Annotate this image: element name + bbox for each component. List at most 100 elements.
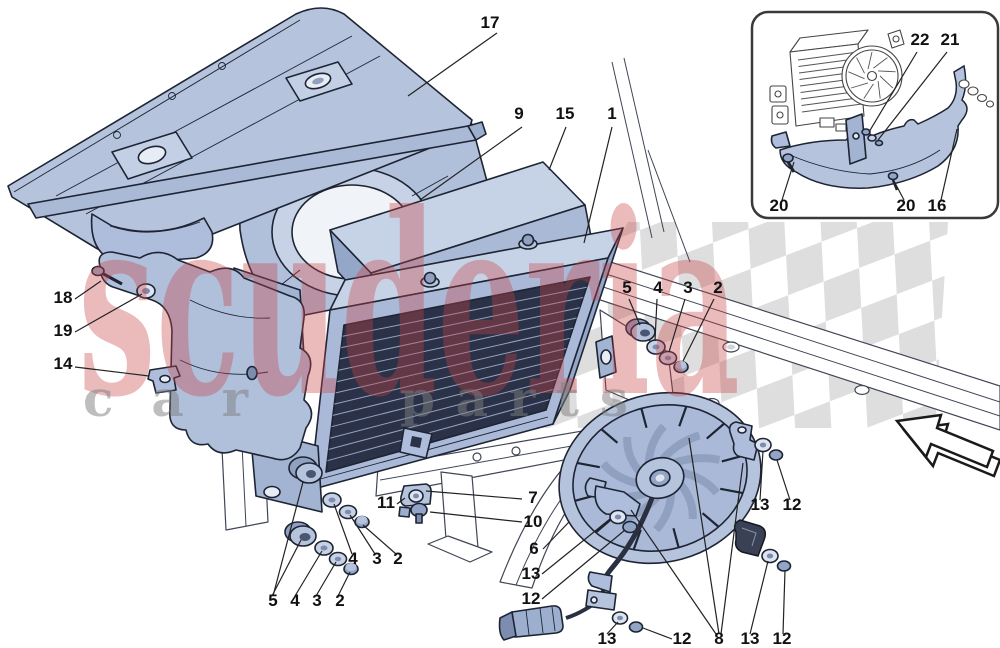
leader-line [893,180,905,201]
fan-mount-lower-right [733,519,792,572]
leader-line [396,497,406,505]
part-number-label: 22 [911,30,930,49]
leader-line [781,161,795,201]
leader-line [720,462,744,635]
panel-duct [90,213,214,265]
part-number-label: 13 [522,564,541,583]
part-number-label: 13 [741,629,760,648]
leader-line [429,511,523,523]
part-number-label: 4 [653,278,663,297]
part-number-label: 18 [54,288,73,307]
leader-line [407,32,498,97]
leader-line [682,298,715,362]
fan-mount-arm [594,485,641,517]
part-number-label: 12 [522,589,541,608]
leader-line [337,571,351,597]
leader-line [333,503,353,555]
part-number-label: 20 [897,196,916,215]
leader-line [74,280,102,300]
harness-clamp [585,589,617,611]
direction-arrow [894,413,1000,478]
leader-line [628,298,641,326]
fan-wiring-harness [498,497,655,641]
part-number-label: 12 [673,629,692,648]
bushing-set-lower-left [284,521,359,576]
leader-line [668,298,686,353]
leader-line [542,521,570,550]
leader-line [759,450,764,501]
part-number-label: 3 [372,549,381,568]
part-number-label: 11 [377,493,395,512]
leader-line [271,539,302,597]
part-number-label: 6 [529,539,538,558]
part-number-label: 14 [54,354,73,373]
inset-fastener-stack [958,79,995,108]
bushing-set-upper-right [625,318,689,374]
leader-line [425,490,523,500]
leader-line [749,560,769,635]
leader-line [419,126,523,201]
leader-line [541,518,611,575]
leader-line [74,293,143,333]
fin-lines [327,286,587,462]
leader-line [315,561,337,597]
leader-line [583,126,613,244]
leader-line [877,51,948,141]
watermark: scuderia car parts [78,158,740,452]
part-number-label: 2 [335,591,344,610]
leader-line [272,481,304,597]
harness-connector [508,605,564,638]
leader-line [541,529,626,600]
part-number-label: 2 [393,549,402,568]
watermark-word-car: car [83,369,278,428]
part-number-label: 3 [683,278,692,297]
side-shield-9 [91,251,313,461]
part-number-label: 1 [607,104,616,123]
part-number-label: 20 [770,196,789,215]
leader-line [630,509,717,635]
leader-line [362,524,397,555]
leader-line [642,627,673,640]
inset-cover-16 [770,64,968,191]
part-number-label: 13 [598,629,617,648]
leader-line [606,621,619,635]
watermark-word-parts: parts [400,369,658,428]
fan-bracket-upper-right [728,421,784,461]
part-number-label: 19 [54,321,73,340]
leader-line [782,569,786,635]
leader-line [940,128,958,201]
watermark-word-scuderia: scuderia [78,158,740,452]
part-number-label: 17 [481,13,500,32]
callout-leader-lines [74,32,958,640]
leader-line [654,298,658,342]
part-number-label: 12 [783,495,802,514]
leader-line [688,437,720,635]
part-number-label: 5 [268,591,277,610]
leader-line [294,550,323,597]
part-number-label: 10 [524,512,543,531]
bolt-icon [420,271,440,288]
cooling-fan-6 [498,391,792,641]
part-number-label: 4 [348,549,358,568]
part-number-label: 13 [751,495,770,514]
part-number-label: 9 [514,104,523,123]
part-number-label: 3 [312,591,321,610]
part-number-label: 7 [528,488,537,507]
pin-18 [91,265,123,286]
leader-line [74,366,150,377]
inset-fan [841,45,903,107]
part-number-label: 8 [714,629,723,648]
part-number-label: 12 [773,629,792,648]
part-number-label: 5 [622,278,631,297]
part-number-label: 4 [290,591,300,610]
leader-line [349,514,376,555]
part-number-label: 16 [928,196,947,215]
leader-line [548,126,567,171]
washer-set-mid [322,492,370,529]
part-number-label: 2 [713,278,722,297]
leader-line [776,459,791,501]
inset-assembled-view [750,10,1000,220]
